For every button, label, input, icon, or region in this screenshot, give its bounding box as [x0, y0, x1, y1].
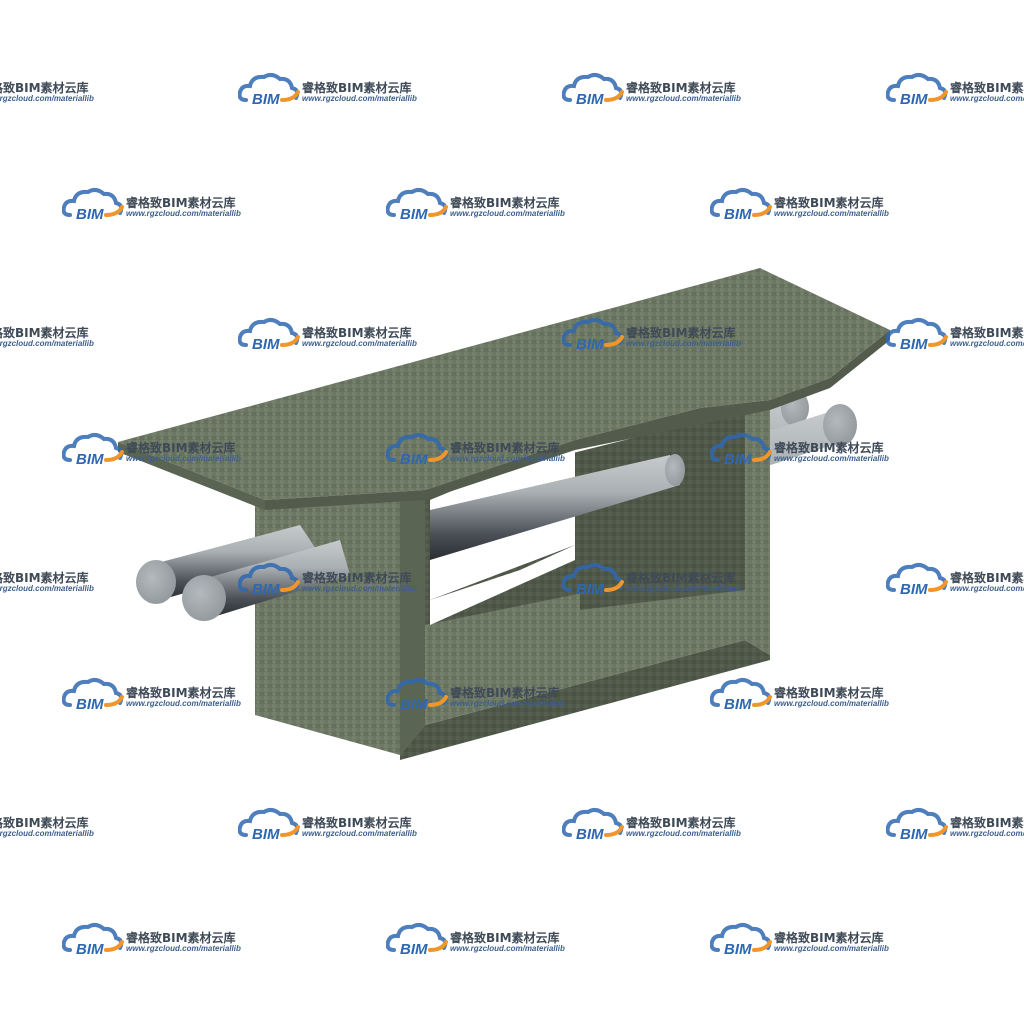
top-slab [118, 268, 890, 510]
pipe-inner [430, 454, 685, 560]
